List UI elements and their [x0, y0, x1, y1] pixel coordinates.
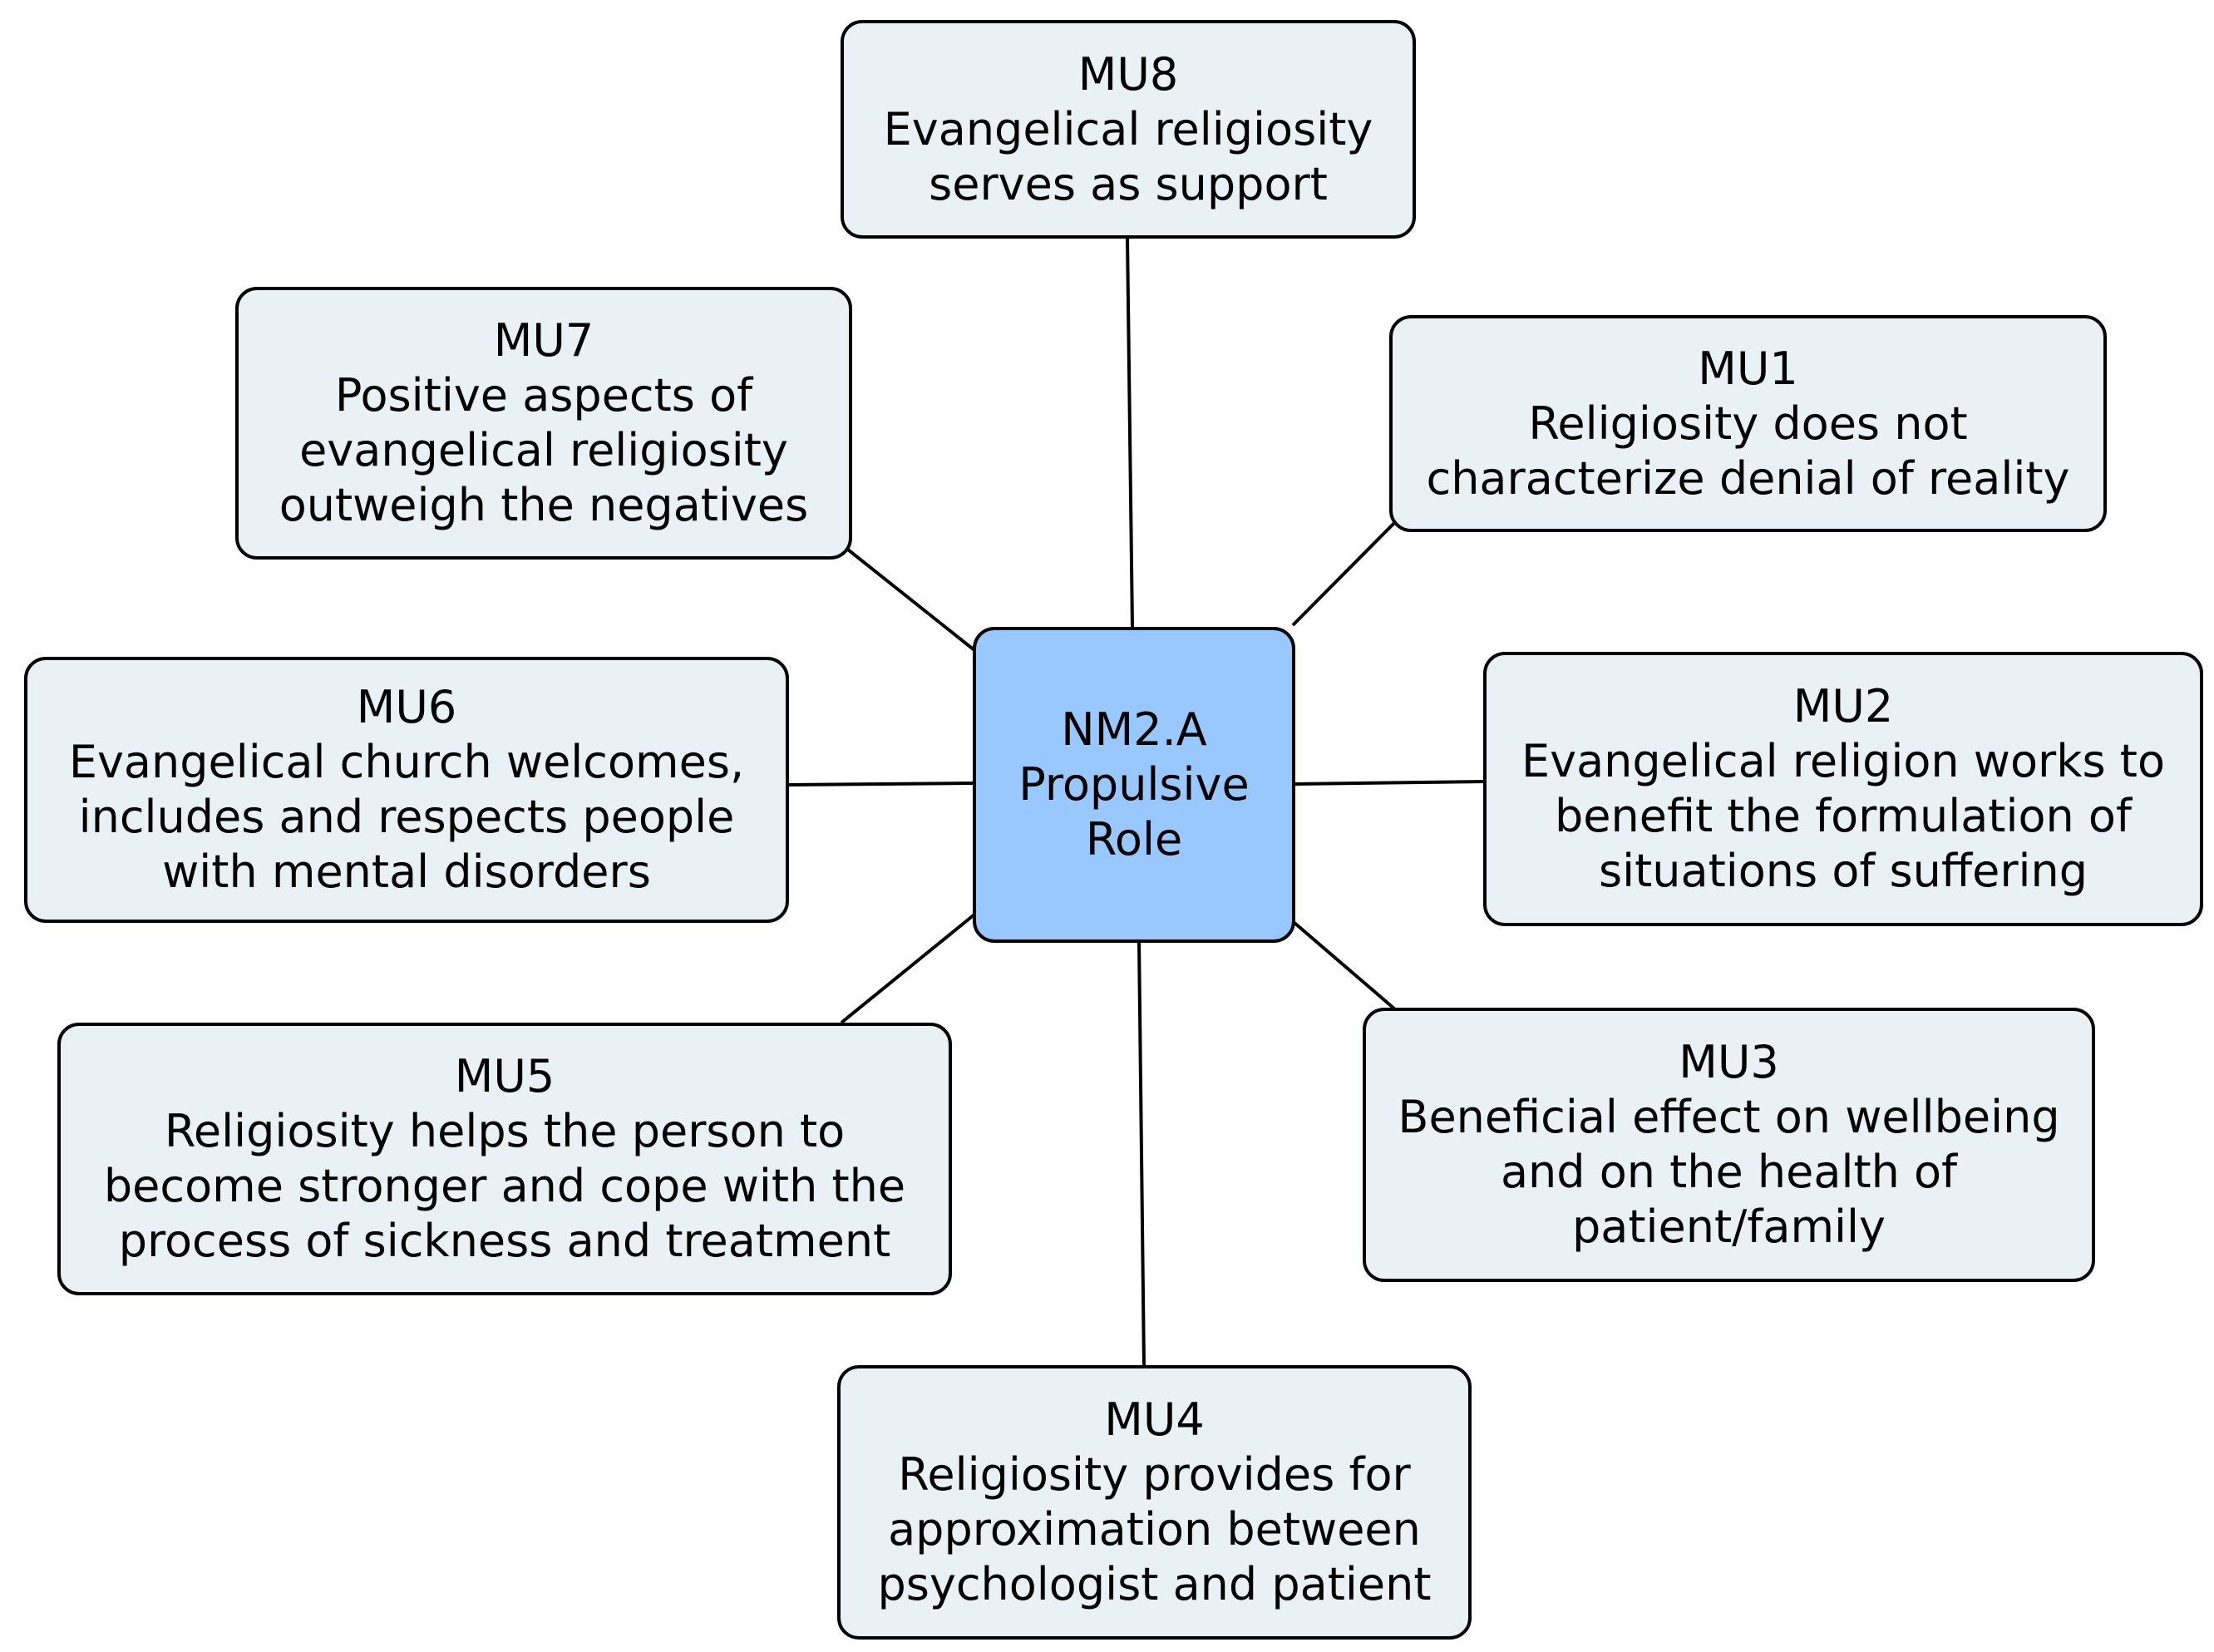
mu6-id: MU6: [356, 681, 457, 733]
mu3-id: MU3: [1679, 1036, 1779, 1088]
mu5-id: MU5: [454, 1050, 555, 1102]
meaning-unit-mu1: MU1 Religiosity does not characterize de…: [1389, 315, 2107, 532]
meaning-unit-mu2: MU2 Evangelical religion works to benefi…: [1483, 652, 2203, 926]
mu4-text: Religiosity provides for approximation b…: [877, 1448, 1432, 1610]
connector-mu1: [1291, 515, 1402, 627]
mu4-id: MU4: [1104, 1393, 1205, 1446]
center-node-title: Propulsive Role: [1018, 758, 1250, 865]
connector-mu6: [786, 782, 975, 787]
mu2-text: Evangelical religion works to benefit th…: [1521, 735, 2165, 897]
mu5-text: Religiosity helps the person to become s…: [103, 1105, 906, 1267]
mu1-text: Religiosity does not characterize denial…: [1426, 397, 2070, 505]
meaning-unit-mu6: MU6 Evangelical church welcomes, include…: [24, 657, 789, 923]
mu6-text: Evangelical church welcomes, includes an…: [68, 736, 745, 898]
meaning-unit-mu8: MU8 Evangelical religiosity serves as su…: [841, 20, 1416, 239]
mu8-id: MU8: [1077, 47, 1179, 101]
mu3-text: Beneficial effect on wellbeing and on th…: [1398, 1091, 2060, 1253]
connector-mu4: [1137, 940, 1146, 1368]
center-node: NM2.A Propulsive Role: [973, 627, 1295, 943]
center-node-id: NM2.A: [1061, 703, 1207, 756]
connector-mu5: [840, 913, 976, 1024]
mu7-id: MU7: [493, 314, 594, 367]
connector-mu2: [1294, 780, 1486, 786]
mu7-text: Positive aspects of evangelical religios…: [279, 369, 809, 531]
mu2-id: MU2: [1792, 680, 1894, 732]
meaning-unit-mu7: MU7 Positive aspects of evangelical reli…: [235, 287, 852, 560]
connector-mu7: [843, 545, 976, 652]
mu8-text: Evangelical religiosity serves as suppor…: [883, 102, 1373, 210]
meaning-unit-mu3: MU3 Beneficial effect on wellbeing and o…: [1363, 1008, 2095, 1282]
meaning-unit-mu5: MU5 Religiosity helps the person to beco…: [57, 1023, 952, 1295]
connector-mu3: [1293, 921, 1397, 1011]
mu1-id: MU1: [1698, 342, 1798, 395]
meaning-unit-mu4: MU4 Religiosity provides for approximati…: [837, 1365, 1472, 1640]
connector-mu8: [1126, 237, 1134, 629]
